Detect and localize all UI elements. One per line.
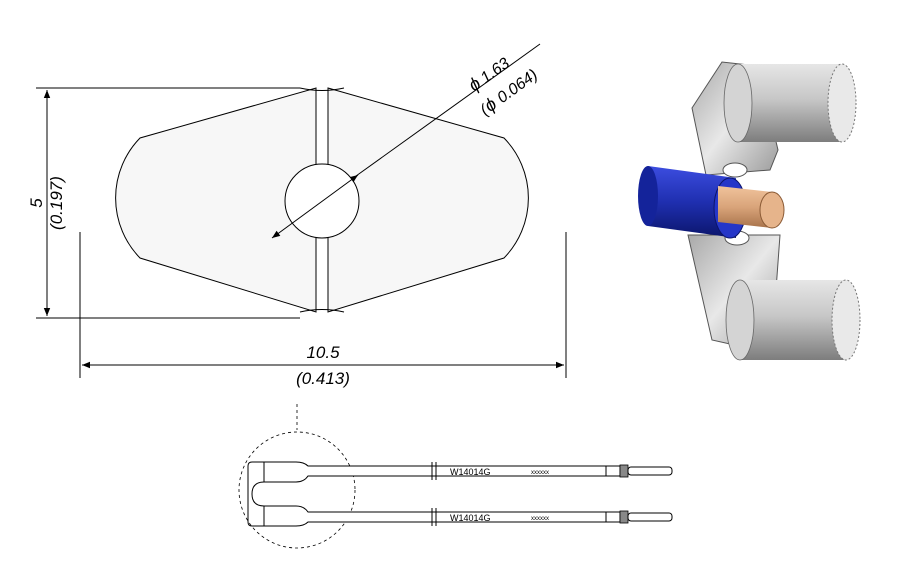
height-dimension: 5 (0.197) (27, 87, 300, 319)
blue-wire (648, 166, 736, 238)
bottom-shaft: W14014G xxxxxx (263, 505, 673, 527)
serial-bottom: xxxxxx (531, 516, 549, 522)
detail-circle (238, 431, 356, 549)
part-number-top: W14014G (450, 467, 491, 477)
plate-hole-upper (722, 162, 748, 178)
tip-outline (115, 87, 529, 313)
upper-cylinder (738, 64, 842, 142)
blue-wire-end (638, 166, 658, 226)
lower-cylinder-left-cap (725, 279, 755, 361)
tip-center-notch-top (299, 87, 345, 91)
width-dimension: 10.5 (0.413) (79, 232, 567, 388)
upper-cylinder-end (827, 63, 857, 143)
tip-right-half (327, 87, 529, 313)
tip-center-notch-bottom (299, 309, 345, 313)
lower-cylinder-end (831, 279, 861, 361)
cartridge-drawing: W14014G xxxxxx W14014G xxxxxx (238, 404, 673, 549)
top-shaft: W14014G xxxxxx (263, 461, 673, 483)
copper-conductor (718, 186, 772, 228)
height-inch: (0.197) (47, 176, 66, 230)
hole-diameter-value: 1.63 (478, 55, 513, 87)
lower-cylinder (740, 280, 846, 360)
height-value: 5 (27, 198, 46, 208)
u-bend (247, 461, 265, 527)
serial-top: xxxxxx (531, 470, 549, 476)
tip-left-half (115, 87, 317, 313)
width-value: 10.5 (306, 343, 340, 362)
part-number-bottom: W14014G (450, 513, 491, 523)
width-inch: (0.413) (296, 369, 350, 388)
copper-conductor-end (759, 191, 785, 229)
upper-cylinder-left-cap (723, 63, 753, 143)
tip-3d-render (638, 61, 861, 361)
